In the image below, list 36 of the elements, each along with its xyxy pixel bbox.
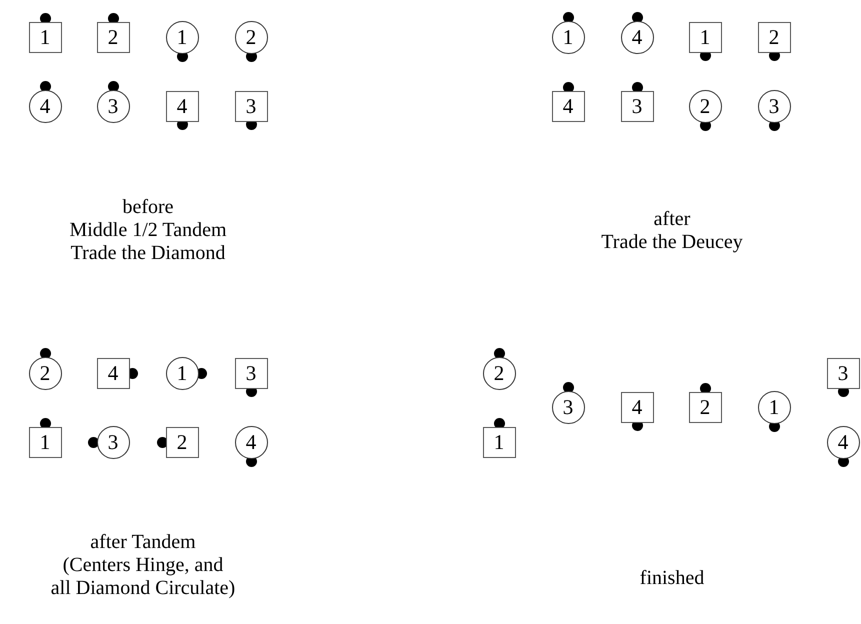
caption-text: after Trade the Deucey	[601, 208, 743, 254]
square-dancer-marker: 1	[28, 426, 62, 458]
square-dancer-marker: 2	[688, 392, 722, 422]
circle-dancer-marker: 4	[234, 426, 268, 458]
square-dancer-marker: 3	[234, 90, 268, 122]
circle-dancer-marker: 4	[620, 20, 654, 54]
square-dancer-marker: 2	[96, 22, 130, 52]
circle-dancer-marker: 1	[758, 390, 790, 424]
square-dancer-marker: 1	[482, 426, 516, 458]
square-dancer-marker: 4	[620, 392, 654, 422]
square-dancer-marker: 2	[758, 22, 790, 52]
caption-text: finished	[640, 567, 704, 590]
circle-dancer-marker: 2	[234, 20, 268, 54]
square-dancer-marker: 3	[826, 358, 860, 388]
circle-dancer-marker: 1	[552, 20, 584, 54]
circle-dancer-marker: 2	[482, 356, 516, 390]
circle-dancer-marker: 3	[96, 426, 130, 458]
circle-dancer-marker: 1	[166, 20, 198, 54]
circle-dancer-marker: 4	[826, 426, 860, 458]
circle-dancer-marker: 2	[688, 90, 722, 122]
circle-dancer-marker: 3	[96, 90, 130, 122]
circle-dancer-marker: 4	[28, 90, 62, 122]
caption-text: after Tandem (Centers Hinge, and all Diamond Circulate)	[50, 531, 236, 600]
square-dancer-marker: 3	[234, 358, 268, 388]
circle-dancer-marker: 1	[166, 356, 198, 390]
circle-dancer-marker: 2	[28, 356, 62, 390]
caption-text: before Middle 1/2 Tandem Trade the Diamond	[69, 196, 227, 265]
square-dancer-marker: 1	[688, 22, 722, 52]
circle-dancer-marker: 3	[552, 390, 584, 424]
square-dancer-marker: 2	[166, 426, 198, 458]
circle-dancer-marker: 3	[758, 90, 790, 122]
square-dancer-marker: 3	[620, 90, 654, 122]
square-dancer-marker: 4	[166, 90, 198, 122]
square-dancer-marker: 4	[552, 90, 584, 122]
square-dancer-marker: 1	[28, 22, 62, 52]
square-dancer-marker: 4	[96, 358, 130, 388]
